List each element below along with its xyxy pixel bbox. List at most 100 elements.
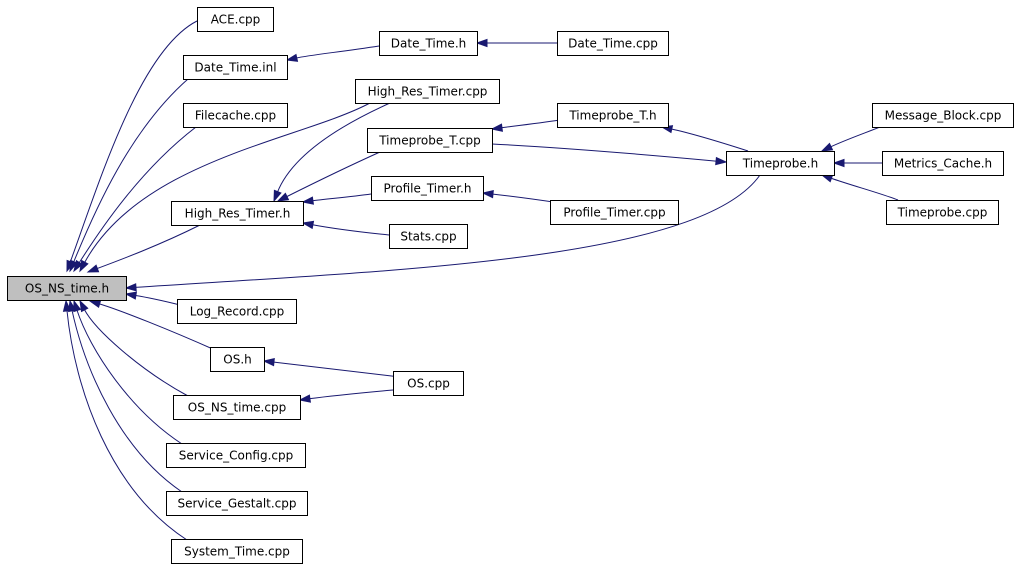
- arrowhead-icon: [298, 394, 311, 403]
- node-label: Message_Block.cpp: [885, 109, 1002, 123]
- node-label: ACE.cpp: [211, 13, 261, 27]
- node-box: [171, 539, 303, 564]
- node-box: [886, 200, 999, 225]
- node-box: [882, 151, 1004, 176]
- arrowhead-icon: [301, 220, 315, 230]
- node-box: [872, 103, 1014, 128]
- arrowhead-icon: [820, 142, 834, 152]
- node-sc-cpp[interactable]: Service_Config.cpp: [166, 443, 306, 468]
- edge-mb_cpp-to-tp_h: [820, 126, 881, 152]
- node-box: [183, 103, 288, 128]
- node-box: [557, 103, 669, 128]
- edge-hrt_h-to-root: [86, 224, 201, 273]
- node-root: OS_NS_time.h: [7, 276, 127, 301]
- arrowhead-icon: [490, 123, 503, 132]
- node-tp-t-h[interactable]: Timeprobe_T.h: [557, 103, 669, 128]
- node-box: [355, 79, 500, 104]
- edge-line: [308, 389, 394, 400]
- edge-os_cpp-to-os_h: [262, 357, 401, 378]
- arrowhead-icon: [475, 38, 488, 48]
- node-pt-h[interactable]: Profile_Timer.h: [371, 176, 484, 201]
- node-label: Stats.cpp: [400, 230, 456, 244]
- node-date-time-cpp[interactable]: Date_Time.cpp: [557, 31, 669, 56]
- edge-tp_t_cpp-to-tp_h: [491, 143, 728, 166]
- node-label: OS_NS_time.h: [25, 282, 109, 296]
- edge-line: [491, 143, 718, 162]
- edge-line: [272, 361, 401, 378]
- node-box: [166, 443, 306, 468]
- node-box: [557, 31, 669, 56]
- node-stats-cpp[interactable]: Stats.cpp: [389, 224, 468, 249]
- node-tp-h[interactable]: Timeprobe.h: [726, 151, 835, 176]
- node-os-cpp[interactable]: OS.cpp: [393, 371, 464, 396]
- node-box: [7, 276, 127, 301]
- edge-line: [83, 102, 371, 264]
- node-label: Service_Config.cpp: [179, 449, 294, 463]
- node-box: [367, 128, 493, 153]
- arrowhead-icon: [86, 264, 100, 273]
- node-label: High_Res_Timer.h: [185, 207, 291, 221]
- node-label: Timeprobe_T.cpp: [378, 134, 481, 148]
- arrowhead-icon: [832, 158, 845, 168]
- node-label: OS.h: [223, 353, 251, 367]
- edge-filecache_cpp-to-root: [73, 126, 197, 273]
- node-label: OS.cpp: [407, 377, 450, 391]
- arrowhead-icon: [715, 156, 728, 166]
- node-date-time-h[interactable]: Date_Time.h: [379, 31, 478, 56]
- node-os-h[interactable]: OS.h: [210, 347, 265, 372]
- node-box: [177, 299, 297, 324]
- arrowhead-icon: [73, 259, 84, 273]
- edge-line: [72, 78, 189, 263]
- edge-os_ns_time_cpp-to-root: [79, 299, 189, 397]
- arrowhead-icon: [79, 299, 89, 313]
- edge-line: [134, 174, 761, 288]
- edge-tp_h-to-tp_t_h: [660, 125, 749, 152]
- edge-hrt_cpp-to-hrt_h: [273, 102, 391, 203]
- node-box: [371, 176, 484, 201]
- edge-line: [71, 309, 183, 493]
- node-label: Metrics_Cache.h: [894, 157, 992, 171]
- arrowhead-icon: [276, 192, 290, 202]
- edge-tp_t_h-to-tp_t_cpp: [490, 119, 561, 132]
- node-log-record-cpp[interactable]: Log_Record.cpp: [177, 299, 297, 324]
- node-hrt-cpp[interactable]: High_Res_Timer.cpp: [355, 79, 500, 104]
- node-label: Timeprobe.cpp: [897, 206, 988, 220]
- edge-tp_h-to-root: [124, 174, 761, 292]
- node-os-ns-time-cpp[interactable]: OS_NS_time.cpp: [173, 395, 301, 420]
- node-box: [550, 200, 679, 225]
- arrowhead-icon: [273, 189, 282, 203]
- node-box: [166, 491, 308, 516]
- edge-tp_cpp-to-tp_h: [820, 174, 899, 201]
- node-mb-cpp[interactable]: Message_Block.cpp: [872, 103, 1014, 128]
- edge-sc_cpp-to-root: [73, 299, 183, 445]
- edge-stats_cpp-to-hrt_h: [301, 220, 390, 236]
- edge-line: [76, 309, 183, 445]
- edge-line: [830, 177, 899, 201]
- node-box: [173, 395, 301, 420]
- node-label: Profile_Timer.cpp: [563, 206, 665, 220]
- node-sg-cpp[interactable]: Service_Gestalt.cpp: [166, 491, 308, 516]
- node-st-cpp[interactable]: System_Time.cpp: [171, 539, 303, 564]
- node-pt-cpp[interactable]: Profile_Timer.cpp: [550, 200, 679, 225]
- edge-line: [134, 294, 181, 306]
- node-mc-h[interactable]: Metrics_Cache.h: [882, 151, 1004, 176]
- node-hrt-h[interactable]: High_Res_Timer.h: [171, 201, 304, 226]
- node-label: OS_NS_time.cpp: [188, 401, 286, 415]
- node-label: High_Res_Timer.cpp: [368, 85, 488, 99]
- node-tp-t-cpp[interactable]: Timeprobe_T.cpp: [367, 128, 493, 153]
- arrowhead-icon: [301, 196, 314, 205]
- node-filecache-cpp[interactable]: Filecache.cpp: [183, 103, 288, 128]
- node-tp-cpp[interactable]: Timeprobe.cpp: [886, 200, 999, 225]
- node-ace-cpp[interactable]: ACE.cpp: [197, 7, 274, 32]
- arrowhead-icon: [481, 189, 494, 199]
- edge-line: [285, 151, 381, 198]
- node-label: Timeprobe_T.h: [568, 109, 656, 123]
- node-label: Filecache.cpp: [195, 109, 276, 123]
- edge-line: [69, 20, 198, 263]
- node-label: Service_Gestalt.cpp: [177, 497, 296, 511]
- edge-mc_h-to-tp_h: [832, 158, 882, 168]
- node-date-time-inl[interactable]: Date_Time.inl: [183, 55, 288, 80]
- node-label: Date_Time.inl: [194, 61, 276, 75]
